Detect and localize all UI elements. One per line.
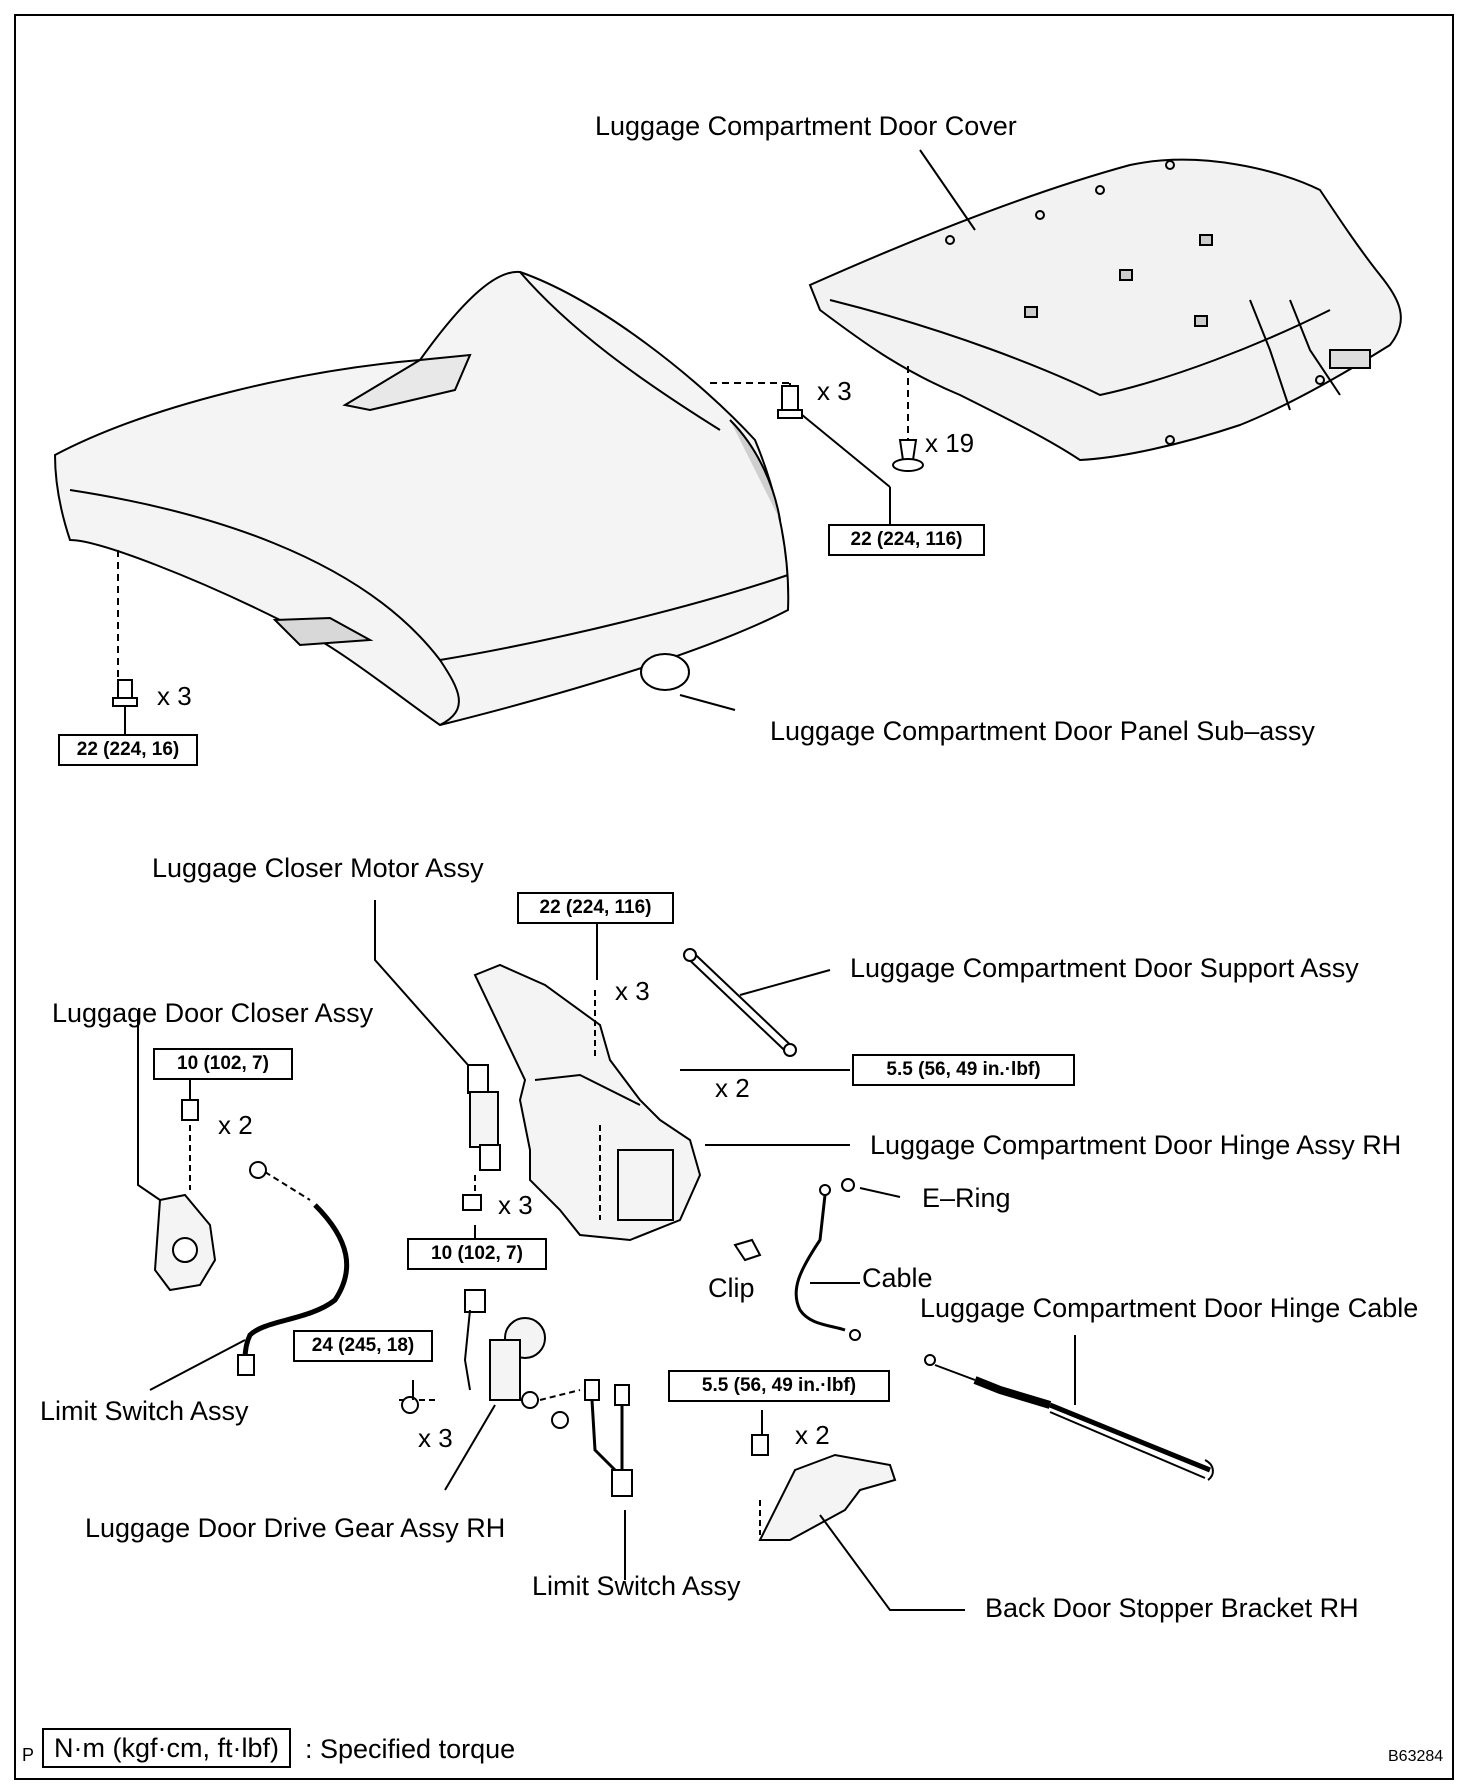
label-stopper-bracket: Back Door Stopper Bracket RH <box>985 1593 1359 1623</box>
label-e-ring: E–Ring <box>922 1183 1011 1213</box>
label-door-panel: Luggage Compartment Door Panel Sub–assy <box>770 716 1315 746</box>
label-limit-switch-left: Limit Switch Assy <box>40 1396 249 1426</box>
door-panel-illustration <box>53 270 790 727</box>
door-closer-illustration <box>137 1010 217 1292</box>
hinge-cable-illustration <box>924 1335 1214 1481</box>
qty-closer-bolt: x 2 <box>218 1110 253 1140</box>
torque-hinge: 22 (224, 116) <box>517 892 674 924</box>
label-limit-switch-bottom: Limit Switch Assy <box>532 1571 741 1601</box>
figure-frame <box>14 14 1454 1780</box>
torque-motor: 10 (102, 7) <box>407 1238 547 1270</box>
closer-motor-illustration <box>374 900 501 1238</box>
label-clip: Clip <box>708 1273 755 1303</box>
support-strut-illustration <box>683 948 831 1057</box>
legend-text: : Specified torque <box>305 1734 516 1764</box>
label-closer-motor: Luggage Closer Motor Assy <box>152 853 484 883</box>
fasteners-top <box>112 385 924 707</box>
figure-code: B63284 <box>1388 1748 1444 1765</box>
qty-gear-bolt: x 3 <box>418 1423 453 1453</box>
label-hinge-cable: Luggage Compartment Door Hinge Cable <box>920 1293 1419 1323</box>
stopper-bracket-illustration <box>751 1410 965 1611</box>
label-hinge-rh: Luggage Compartment Door Hinge Assy RH <box>870 1130 1402 1160</box>
door-cover-illustration <box>808 158 1402 462</box>
leader-lines-top <box>117 149 976 737</box>
torque-panel: 22 (224, 16) <box>58 734 198 766</box>
label-door-closer: Luggage Door Closer Assy <box>52 998 374 1028</box>
qty-bracket-bolt: x 2 <box>795 1420 830 1450</box>
qty-motor-bolt: x 3 <box>498 1190 533 1220</box>
qty-cover-clip: x 19 <box>925 428 975 458</box>
hinge-rh-illustration <box>473 963 702 1242</box>
drive-gear-illustration <box>395 1289 581 1491</box>
torque-gear: 24 (245, 18) <box>293 1330 433 1362</box>
label-drive-gear: Luggage Door Drive Gear Assy RH <box>85 1513 506 1543</box>
qty-panel-bolt: x 3 <box>157 681 192 711</box>
cable-illustration <box>733 1178 901 1341</box>
torque-bracket: 5.5 (56, 49 in.·lbf) <box>668 1370 890 1402</box>
label-door-support: Luggage Compartment Door Support Assy <box>850 953 1359 983</box>
torque-support: 5.5 (56, 49 in.·lbf) <box>852 1054 1075 1086</box>
label-door-cover: Luggage Compartment Door Cover <box>595 111 1017 141</box>
legend-unit-box: N·m (kgf·cm, ft·lbf) <box>42 1728 291 1768</box>
qty-support-bolt: x 2 <box>715 1073 750 1103</box>
qty-cover-bolt: x 3 <box>817 376 852 406</box>
label-cable: Cable <box>862 1263 933 1293</box>
qty-hinge-nut: x 3 <box>615 976 650 1006</box>
limit-switch-left-illustration <box>149 1161 350 1391</box>
corner-mark: P <box>22 1745 35 1765</box>
torque-closer: 10 (102, 7) <box>153 1048 293 1080</box>
limit-switch-bottom-illustration <box>584 1379 633 1580</box>
leader-lines-middle <box>189 915 850 1146</box>
torque-cover: 22 (224, 116) <box>828 524 985 556</box>
